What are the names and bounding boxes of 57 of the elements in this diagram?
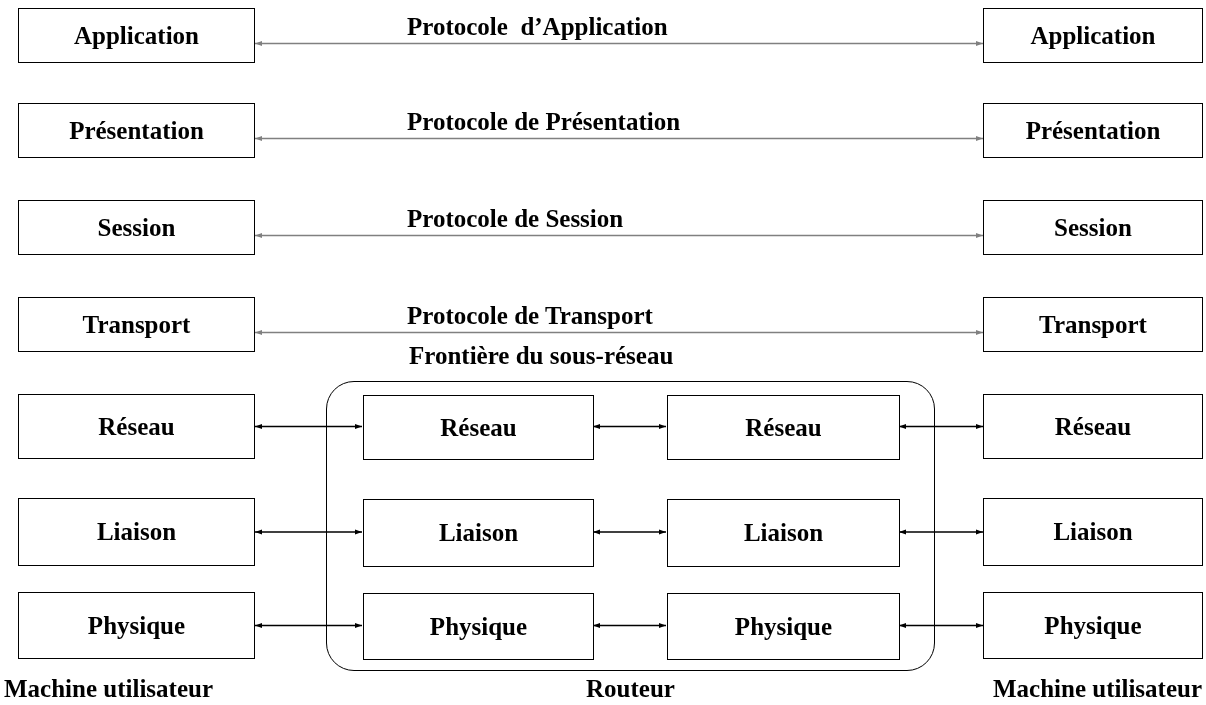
- layer-box: [983, 200, 1203, 255]
- layer-box: [18, 103, 255, 158]
- arrow: [254, 41, 984, 46]
- layer-name: Présentation: [69, 116, 204, 145]
- layer-name: Session: [97, 213, 176, 242]
- layer-box: [18, 498, 255, 566]
- arrow: [254, 529, 363, 535]
- arrow: [592, 529, 667, 535]
- column-caption: Machine utilisateur: [993, 675, 1202, 703]
- layer-name: Physique: [429, 612, 528, 641]
- arrow: [254, 233, 984, 238]
- layer-box: [983, 103, 1203, 158]
- boundary-heading: Frontière du sous-réseau: [409, 342, 674, 370]
- router-layer-box: [667, 593, 900, 660]
- column-caption: Machine utilisateur: [4, 675, 213, 703]
- layer-name: Liaison: [743, 519, 824, 547]
- layer-name: Physique: [87, 611, 186, 640]
- arrow: [898, 424, 984, 429]
- layer-name: Réseau: [1054, 412, 1132, 441]
- router-layer-box: [667, 499, 900, 567]
- layer-name: Session: [1054, 213, 1132, 242]
- arrow: [254, 136, 984, 141]
- layer-name: Transport: [1039, 310, 1147, 339]
- arrow: [254, 424, 363, 429]
- router-layer-box: [363, 593, 594, 660]
- layer-name: Physique: [1044, 611, 1142, 640]
- layer-name: Liaison: [1053, 518, 1133, 546]
- layer-box: [18, 8, 255, 63]
- layer-name: Application: [1030, 21, 1156, 50]
- layer-name: Réseau: [440, 413, 517, 442]
- arrow: [254, 623, 363, 628]
- layer-name: Présentation: [1025, 116, 1161, 145]
- router-layer-box: [363, 499, 594, 567]
- arrow: [592, 623, 667, 628]
- device-caption: Routeur: [586, 675, 675, 703]
- layer-name: Liaison: [438, 519, 519, 547]
- layer-box: [983, 297, 1203, 352]
- arrow: [898, 529, 984, 535]
- layer-box: [983, 498, 1203, 566]
- layer-box: [983, 394, 1203, 459]
- layer-name: Réseau: [98, 412, 175, 441]
- router-layer-box: [363, 395, 594, 460]
- layer-name: Transport: [82, 310, 191, 339]
- arrow: [592, 424, 667, 429]
- arrow: [898, 623, 984, 628]
- layer-name: Liaison: [96, 518, 177, 546]
- layer-name: Réseau: [745, 413, 822, 442]
- layer-box: [18, 592, 255, 659]
- router-layer-box: [667, 395, 900, 460]
- layer-name: Physique: [734, 612, 833, 641]
- layer-name: Application: [74, 21, 199, 50]
- layer-box: [18, 297, 255, 352]
- arrow: [254, 330, 984, 335]
- layer-box: [983, 592, 1203, 659]
- layer-box: [983, 8, 1203, 63]
- layer-box: [18, 394, 255, 459]
- layer-box: [18, 200, 255, 255]
